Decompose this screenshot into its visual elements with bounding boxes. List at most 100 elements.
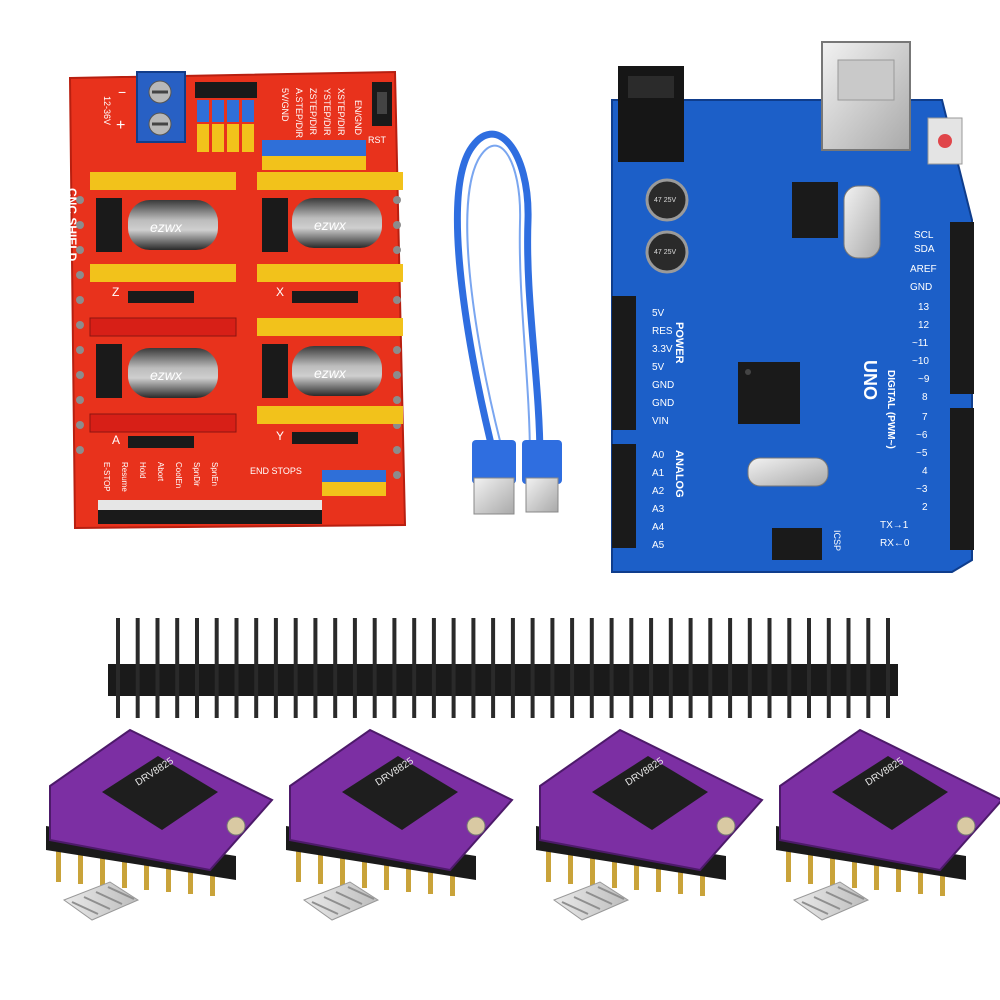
rx-label: RX←0 (880, 538, 910, 549)
header-pin (333, 618, 338, 718)
motor-headers (128, 291, 358, 448)
digital-header-label: DIGITAL (PWM~) (885, 370, 896, 449)
driver-potentiometer (466, 816, 486, 836)
header-pin (550, 618, 555, 718)
power-terminal (136, 71, 186, 143)
svg-text:AREF: AREF (910, 264, 937, 275)
driver-pin (340, 842, 345, 886)
svg-text:A1: A1 (652, 468, 665, 479)
driver-pin (56, 838, 61, 882)
usb-a-plug (472, 440, 516, 515)
driver-pin (896, 848, 901, 892)
heatsink (302, 881, 380, 921)
svg-text:13: 13 (918, 302, 930, 313)
analog-header-label: ANALOG (673, 450, 685, 498)
driver-pin (166, 848, 171, 892)
driver-pin (362, 844, 367, 888)
step-dir-pin-strip (262, 140, 366, 170)
driver-pin (568, 840, 573, 884)
capacitor-3: ezwx (128, 348, 218, 398)
driver-module: DRV8825 (776, 728, 1000, 921)
svg-text:ezwx: ezwx (150, 367, 183, 383)
svg-text:47 25V: 47 25V (654, 197, 677, 204)
header-pin (886, 618, 890, 718)
header-pin (629, 618, 634, 718)
header-pin (866, 618, 871, 718)
driver-socket-a (257, 318, 403, 424)
svg-text:CoolEn: CoolEn (174, 462, 183, 488)
driver-module: DRV8825 (46, 728, 274, 921)
uno-board: 47 25V 47 25V ICSP UNO POWER ANALOG DIG (611, 41, 974, 573)
svg-text:~9: ~9 (918, 374, 930, 385)
header-pin (589, 618, 594, 718)
driver-pin (656, 848, 661, 892)
svg-text:VIN: VIN (652, 416, 669, 427)
svg-text:RES: RES (652, 326, 673, 337)
axis-label-z: Z (112, 285, 119, 299)
end-stops-label: END STOPS (250, 466, 302, 476)
analog-pin-header (612, 444, 636, 548)
header-pin (728, 618, 733, 718)
header-pin (649, 618, 654, 718)
crystal-oscillator-bottom (747, 457, 829, 487)
svg-text:8: 8 (922, 392, 928, 403)
header-pin (175, 618, 180, 718)
step-dir-label-5v: 5V/GND (280, 88, 290, 122)
svg-text:Resume: Resume (120, 462, 129, 492)
svg-text:SDA: SDA (914, 244, 935, 255)
header-pin (412, 618, 417, 718)
capacitor-2: ezwx (292, 198, 382, 248)
driver-pin (122, 844, 127, 888)
header-pin (135, 618, 140, 718)
microstep-jumpers (96, 198, 288, 398)
driver-pin (406, 848, 411, 892)
svg-text:A3: A3 (652, 504, 665, 515)
svg-text:4: 4 (922, 466, 928, 477)
svg-text:5V: 5V (652, 308, 665, 319)
driver-pin (634, 846, 639, 890)
driver-socket-z (89, 317, 237, 433)
header-pin (510, 618, 515, 718)
driver-pin (318, 840, 323, 884)
header-pin (491, 618, 496, 718)
driver-pin (808, 840, 813, 884)
usb-interface-chip (792, 182, 838, 238)
config-jumpers (195, 82, 257, 152)
svg-text:A2: A2 (652, 486, 665, 497)
svg-text:~11: ~11 (912, 338, 929, 349)
driver-pin (786, 838, 791, 882)
axis-label-a: A (112, 433, 120, 447)
bottom-pin-row (98, 500, 322, 524)
header-pin (155, 618, 160, 718)
svg-text:~3: ~3 (916, 484, 928, 495)
header-pin (846, 618, 851, 718)
heatsink (552, 881, 630, 921)
usb-b-plug (522, 440, 562, 513)
header-pin (392, 618, 397, 718)
analog-pin-labels: A0 A1 A2 A3 A4 A5 (652, 450, 665, 551)
capacitor-4: ezwx (292, 346, 382, 396)
step-dir-label-y: YSTEP/DIR (322, 88, 332, 136)
driver-socket-y (257, 172, 403, 282)
driver-potentiometer (716, 816, 736, 836)
svg-text:~5: ~5 (916, 448, 928, 459)
svg-text:A5: A5 (652, 540, 665, 551)
svg-text:GND: GND (652, 398, 674, 409)
driver-pin (852, 844, 857, 888)
header-pin (471, 618, 476, 718)
svg-text:~10: ~10 (912, 356, 929, 367)
svg-text:3.3V: 3.3V (652, 344, 673, 355)
header-pin (787, 618, 792, 718)
svg-text:GND: GND (652, 380, 674, 391)
header-pin (352, 618, 357, 718)
step-dir-label-x: XSTEP/DIR (336, 88, 346, 136)
reset-label: RST (368, 135, 387, 145)
header-pin (293, 618, 298, 718)
cnc-shield-board: 12-36V − + XSTEP/DIR YSTEP/DIR ZSTEP/DIR… (65, 70, 407, 530)
cnc-shield-title: CNC SHIELD (65, 188, 79, 262)
uno-capacitor-1: 47 25V (645, 178, 689, 222)
microcontroller-chip (738, 362, 800, 424)
svg-text:ezwx: ezwx (314, 365, 347, 381)
driver-chip: DRV8825 (102, 756, 218, 830)
